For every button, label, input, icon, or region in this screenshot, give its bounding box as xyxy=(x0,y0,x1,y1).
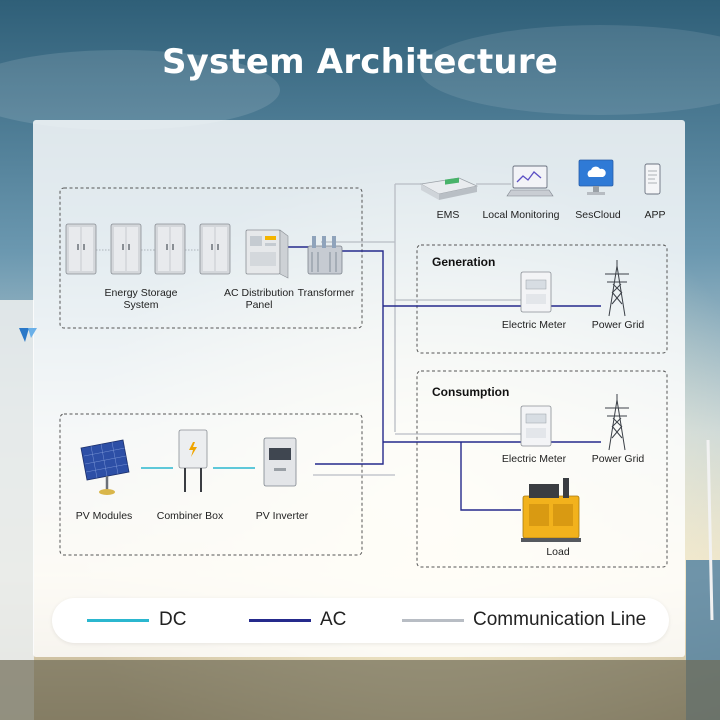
device-label-ac-panel: AC Distribution Panel xyxy=(223,287,295,311)
device-label-ems: EMS xyxy=(436,209,460,221)
ac-lines xyxy=(283,246,601,511)
logo-icon xyxy=(19,328,37,342)
distribution-panel-icon xyxy=(245,229,289,279)
generation-group-box xyxy=(416,244,668,354)
device-label-pv-inverter: PV Inverter xyxy=(255,510,309,522)
battery-cabinet-icon xyxy=(65,223,231,275)
cloud-icon xyxy=(578,159,614,195)
consumption-meter-label: Electric Meter xyxy=(501,453,567,465)
device-label-combiner-box: Combiner Box xyxy=(156,510,224,522)
meter-icon xyxy=(520,271,552,313)
legend-dc-label: DC xyxy=(159,609,187,630)
legend-comm-label: Communication Line xyxy=(473,609,647,630)
consumption-group-box xyxy=(416,370,668,568)
communication-lines xyxy=(313,183,523,476)
monitor-icon xyxy=(506,165,554,197)
tower-icon xyxy=(605,260,629,317)
pv-group-box xyxy=(59,413,363,556)
inverter-icon xyxy=(263,437,297,487)
consumption-grid-label: Power Grid xyxy=(591,453,645,465)
generation-grid-label: Power Grid xyxy=(591,319,645,331)
generator-icon xyxy=(521,478,581,542)
meter-icon xyxy=(520,405,552,447)
consumption-load-label: Load xyxy=(546,546,570,558)
transformer-icon xyxy=(307,236,343,275)
phone-icon xyxy=(644,163,661,195)
device-label-sescloud: SesCloud xyxy=(575,209,621,221)
legend-dc-line xyxy=(87,619,149,622)
tower-icon xyxy=(605,394,629,451)
combiner-box-icon xyxy=(178,429,208,492)
generation-meter-label: Electric Meter xyxy=(501,319,567,331)
consumption-title: Consumption xyxy=(432,385,510,399)
architecture-diagram xyxy=(59,159,668,568)
legend-ac-label: AC xyxy=(320,609,347,630)
generation-title: Generation xyxy=(432,255,496,269)
device-label-app: APP xyxy=(644,209,666,221)
legend-comm-line xyxy=(402,619,464,622)
storage-group-box xyxy=(59,187,363,329)
solar-panel-icon xyxy=(80,439,130,495)
ems-icon xyxy=(419,177,479,200)
page-title: System Architecture xyxy=(161,42,559,82)
legend: DC AC Communication Line xyxy=(52,598,669,643)
device-label-pv-modules: PV Modules xyxy=(75,510,133,522)
device-label-transformer: Transformer xyxy=(297,287,355,299)
device-label-energy-storage: Energy Storage System xyxy=(104,287,178,311)
device-label-local-monitoring: Local Monitoring xyxy=(482,209,560,221)
legend-ac-line xyxy=(249,619,311,622)
